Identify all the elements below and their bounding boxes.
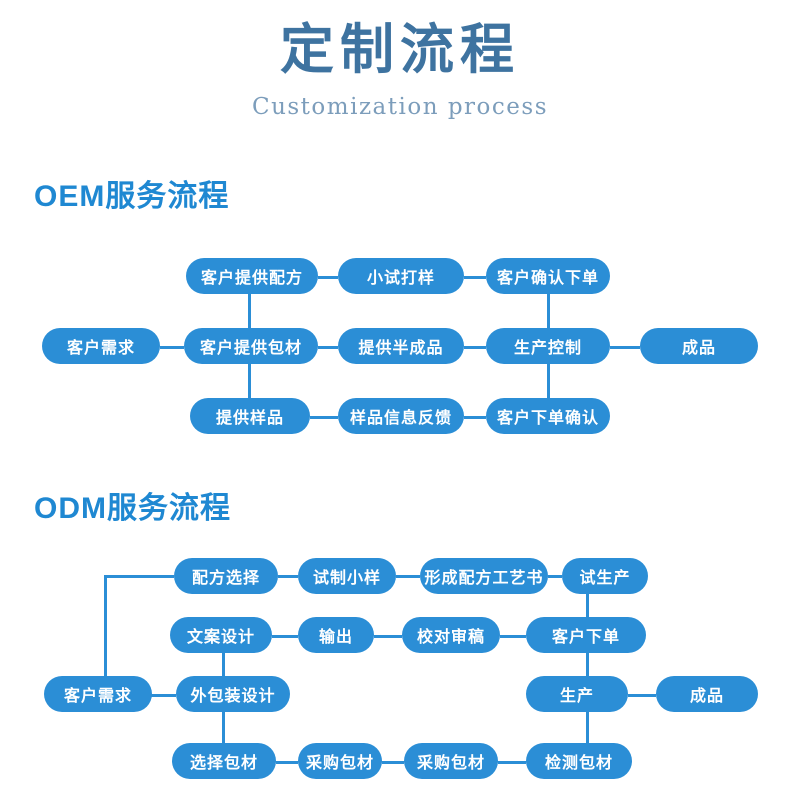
node-odm-customer-demand[interactable]: 客户需求 — [44, 676, 152, 712]
connector-oem-v-right-bottom — [547, 346, 550, 416]
connector-odm-r1-2 — [396, 575, 420, 578]
node-odm-customer-order[interactable]: 客户下单 — [526, 617, 646, 653]
node-odm-outer-packaging-design[interactable]: 外包装设计 — [176, 676, 290, 712]
connector-odm-r2-2 — [374, 635, 402, 638]
node-odm-production[interactable]: 生产 — [526, 676, 628, 712]
connector-odm-r4-1 — [276, 761, 298, 764]
node-oem-customer-formula[interactable]: 客户提供配方 — [186, 258, 318, 294]
connector-oem-r2-1 — [160, 346, 184, 349]
connector-odm-v-right-3 — [586, 694, 589, 762]
node-odm-purchase-packaging-2[interactable]: 采购包材 — [404, 743, 498, 779]
node-odm-formula-process-doc[interactable]: 形成配方工艺书 — [420, 558, 548, 594]
node-oem-finished-product[interactable]: 成品 — [640, 328, 758, 364]
connector-oem-v-right-top — [547, 276, 550, 346]
page-subtitle: Customization process — [251, 94, 549, 120]
node-odm-formula-selection[interactable]: 配方选择 — [174, 558, 278, 594]
node-odm-purchase-packaging-1[interactable]: 采购包材 — [298, 743, 382, 779]
connector-oem-r1-2 — [464, 276, 486, 279]
node-oem-customer-confirm-order[interactable]: 客户确认下单 — [486, 258, 610, 294]
connector-odm-bracket-h-top — [104, 575, 174, 578]
connector-odm-r4-3 — [498, 761, 526, 764]
node-odm-output[interactable]: 输出 — [298, 617, 374, 653]
node-oem-sample-feedback[interactable]: 样品信息反馈 — [338, 398, 464, 434]
connector-odm-r3-1 — [152, 694, 176, 697]
node-odm-inspect-packaging[interactable]: 检测包材 — [526, 743, 632, 779]
node-oem-semi-finished[interactable]: 提供半成品 — [338, 328, 464, 364]
connector-oem-r3-1 — [310, 416, 338, 419]
connector-oem-v-left-bottom — [248, 346, 251, 416]
connector-odm-bracket-v — [104, 575, 107, 697]
connector-odm-r3-2 — [628, 694, 656, 697]
connector-odm-v-right-2 — [586, 635, 589, 695]
node-oem-trial-sample[interactable]: 小试打样 — [338, 258, 464, 294]
connector-odm-r1-3 — [548, 575, 562, 578]
section-heading-oem: OEM服务流程 — [34, 180, 230, 213]
connector-odm-r1-1 — [278, 575, 298, 578]
connector-oem-r1-1 — [318, 276, 338, 279]
node-odm-copywriting-design[interactable]: 文案设计 — [170, 617, 272, 653]
page-title: 定制流程 — [280, 17, 520, 81]
node-odm-trial-production[interactable]: 试生产 — [562, 558, 648, 594]
connector-odm-v-left-bottom — [222, 694, 225, 762]
node-odm-trial-small-sample[interactable]: 试制小样 — [298, 558, 396, 594]
node-oem-provide-sample[interactable]: 提供样品 — [190, 398, 310, 434]
connector-odm-v-left-top — [222, 635, 225, 695]
node-oem-production-control[interactable]: 生产控制 — [486, 328, 610, 364]
connector-odm-r4-2 — [382, 761, 404, 764]
node-oem-customer-order-confirm[interactable]: 客户下单确认 — [486, 398, 610, 434]
node-oem-customer-demand[interactable]: 客户需求 — [42, 328, 160, 364]
node-odm-select-packaging[interactable]: 选择包材 — [172, 743, 276, 779]
connector-oem-r2-3 — [464, 346, 486, 349]
section-heading-odm: ODM服务流程 — [34, 492, 231, 525]
connector-odm-v-right-1 — [586, 575, 589, 636]
node-odm-finished-product[interactable]: 成品 — [656, 676, 758, 712]
connector-oem-r3-2 — [464, 416, 486, 419]
connector-odm-r2-1 — [272, 635, 298, 638]
connector-oem-r2-2 — [318, 346, 338, 349]
node-oem-customer-packaging[interactable]: 客户提供包材 — [184, 328, 318, 364]
connector-oem-v-left-top — [248, 276, 251, 346]
connector-odm-r2-3 — [500, 635, 526, 638]
node-odm-proofreading[interactable]: 校对审稿 — [402, 617, 500, 653]
connector-oem-r2-4 — [610, 346, 640, 349]
